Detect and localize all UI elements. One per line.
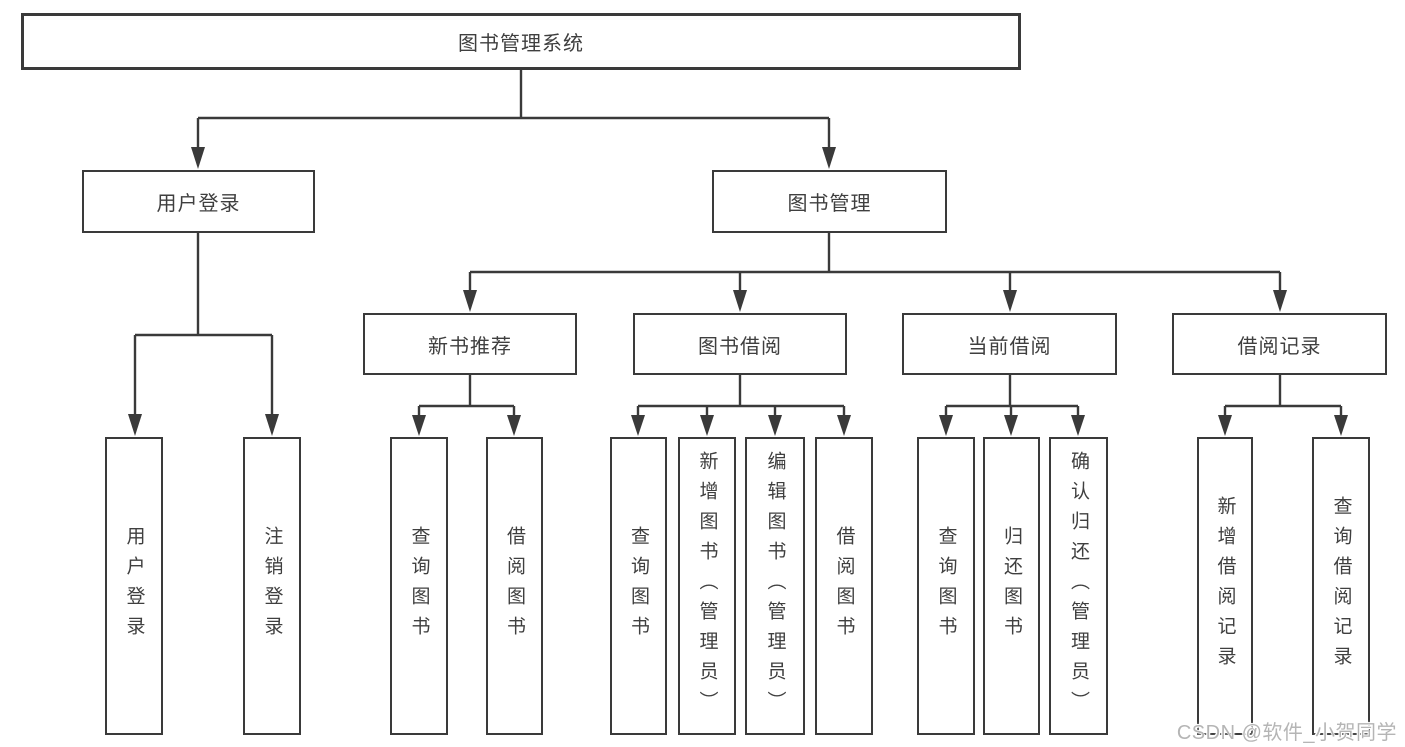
node-user-login-label: 用户登录	[156, 193, 241, 215]
leaf-borrowing-query-books: 查询图书	[610, 437, 667, 735]
leaf-add-borrow-record: 新增借阅记录	[1197, 437, 1253, 735]
leaf-edit-books-admin-label: 编辑图书（管理员）	[764, 451, 786, 721]
leaf-add-books-admin-label: 新增图书（管理员）	[696, 451, 718, 721]
leaf-return-books-label: 归还图书	[1001, 526, 1022, 646]
leaf-recommend-query-books-label: 查询图书	[408, 526, 430, 646]
connector-book-borrow-children	[631, 375, 851, 436]
leaf-add-borrow-record-label: 新增借阅记录	[1214, 496, 1236, 676]
connector-current-borrow-children	[939, 375, 1085, 436]
node-user-login: 用户登录	[82, 170, 315, 233]
leaf-borrowing-borrow-books: 借阅图书	[815, 437, 873, 735]
node-borrowing-records-label: 借阅记录	[1237, 335, 1322, 358]
leaf-return-books: 归还图书	[983, 437, 1040, 735]
node-book-borrowing-label: 图书借阅	[698, 335, 782, 358]
node-current-borrowing: 当前借阅	[902, 313, 1117, 375]
node-borrowing-records: 借阅记录	[1172, 313, 1387, 375]
node-root-system: 图书管理系统	[21, 13, 1021, 70]
leaf-logout-label: 注销登录	[261, 526, 283, 646]
node-current-borrowing-label: 当前借阅	[967, 335, 1052, 358]
leaf-logout: 注销登录	[243, 437, 301, 735]
leaf-current-query-books: 查询图书	[917, 437, 975, 735]
leaf-add-books-admin: 新增图书（管理员）	[678, 437, 736, 735]
node-book-management-label: 图书管理	[787, 193, 872, 215]
connector-book-mgmt-groups	[463, 233, 1287, 312]
node-new-book-recommend-label: 新书推荐	[428, 335, 512, 358]
connector-root-branches	[191, 70, 836, 169]
leaf-confirm-return-admin: 确认归还（管理员）	[1049, 437, 1108, 735]
leaf-recommend-borrow-books-label: 借阅图书	[504, 526, 525, 646]
leaf-query-borrow-record-label: 查询借阅记录	[1330, 496, 1352, 676]
leaf-confirm-return-admin-label: 确认归还（管理员）	[1068, 451, 1089, 721]
node-root-system-label: 图书管理系统	[458, 33, 584, 55]
leaf-current-query-books-label: 查询图书	[935, 526, 957, 646]
leaf-borrowing-borrow-books-label: 借阅图书	[833, 526, 855, 646]
node-new-book-recommend: 新书推荐	[363, 313, 577, 375]
leaf-recommend-query-books: 查询图书	[390, 437, 448, 735]
connector-borrow-record-children	[1218, 375, 1348, 436]
connector-user-login-children	[128, 233, 279, 436]
leaf-user-login-label: 用户登录	[123, 526, 145, 646]
leaf-recommend-borrow-books: 借阅图书	[486, 437, 543, 735]
connector-new-book-children	[412, 375, 521, 436]
leaf-user-login: 用户登录	[105, 437, 163, 735]
node-book-borrowing: 图书借阅	[633, 313, 847, 375]
csdn-watermark: CSDN @软件_小贺同学	[1176, 722, 1397, 744]
node-book-management: 图书管理	[712, 170, 947, 233]
leaf-edit-books-admin: 编辑图书（管理员）	[745, 437, 805, 735]
leaf-borrowing-query-books-label: 查询图书	[628, 526, 649, 646]
leaf-query-borrow-record: 查询借阅记录	[1312, 437, 1370, 735]
